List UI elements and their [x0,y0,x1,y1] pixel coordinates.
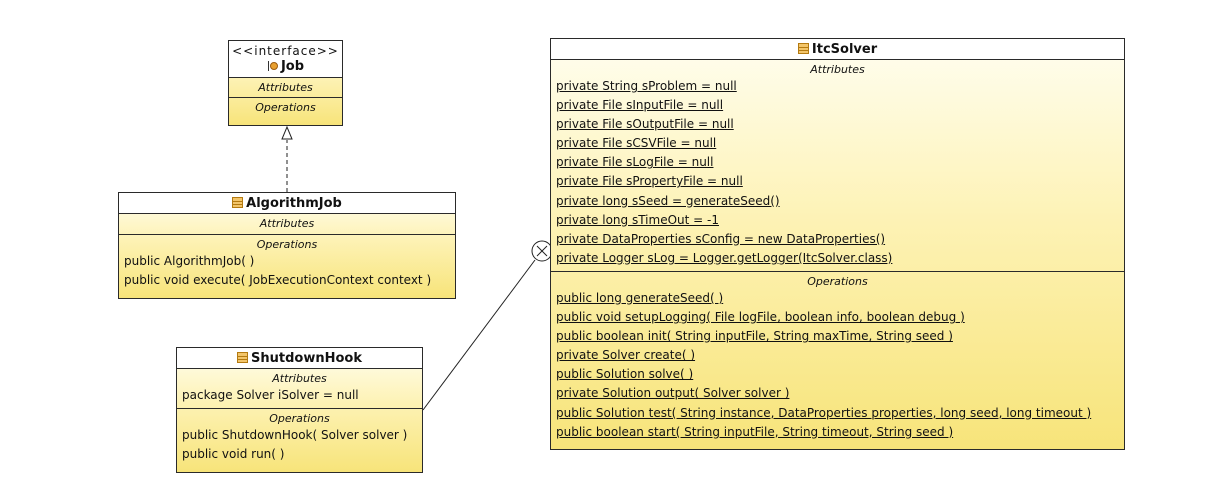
shutdown-hook-class-box[interactable]: ShutdownHook Attributes package Solver i… [176,347,423,473]
operation-row: public boolean start( String inputFile, … [556,424,954,439]
realization-arrowhead [281,125,293,140]
attribute-row: private File sPropertyFile = null [556,174,743,189]
shutdown-hook-attributes-section: Attributes package Solver iSolver = null [177,369,422,409]
operation-row: public void execute( JobExecutionContext… [124,273,432,287]
interface-icon [267,61,279,71]
job-attributes-section: Attributes [229,78,342,98]
itc-solver-name: ItcSolver [811,42,878,57]
shutdown-hook-operations-section: Operations public ShutdownHook( Solver s… [177,409,422,467]
itc-solver-class-box[interactable]: ItcSolver Attributes private String sPro… [550,38,1125,450]
operation-row: public ShutdownHook( Solver solver ) [182,428,408,442]
algorithm-job-attributes-title: Attributes [259,217,315,230]
attribute-row: private File sCSVFile = null [556,136,717,151]
itc-solver-attributes-section: Attributes private String sProblem = nul… [551,60,1124,272]
algorithm-job-class-box[interactable]: AlgorithmJob Attributes Operations publi… [118,192,456,299]
operation-row: private Solution output( Solver solver ) [556,386,790,401]
algorithm-job-attributes-section: Attributes [119,214,455,235]
algorithm-job-header: AlgorithmJob [119,193,455,214]
job-operations-section: Operations [229,98,342,117]
shutdown-hook-attributes-title: Attributes [272,372,327,385]
operation-row: public boolean init( String inputFile, S… [556,329,953,344]
class-icon [237,352,248,363]
shutdown-hook-name: ShutdownHook [251,351,362,366]
itc-solver-attributes-title: Attributes [810,63,865,76]
algorithm-job-operations-section: Operations public AlgorithmJob( ) public… [119,235,455,293]
attribute-row: private Logger sLog = Logger.getLogger(I… [556,250,893,265]
job-stereotype: <<interface>> [232,44,339,58]
job-operations-title: Operations [255,101,316,114]
job-name: Job [280,59,305,74]
class-icon [797,43,809,54]
operation-row: public long generateSeed( ) [556,290,724,305]
operation-row: public AlgorithmJob( ) [124,254,255,268]
operation-row: public Solution solve( ) [556,367,694,382]
nesting-line [422,259,536,411]
operation-row: public void run( ) [182,447,285,461]
algorithm-job-operations-title: Operations [256,238,318,251]
class-icon [232,197,244,208]
operation-row: public void setupLogging( File logFile, … [556,310,965,325]
operation-row: public Solution test( String instance, D… [556,405,1092,420]
itc-solver-header: ItcSolver [551,39,1124,60]
attribute-row: private long sTimeOut = -1 [556,212,719,227]
shutdown-hook-header: ShutdownHook [177,348,422,369]
attribute-row: private String sProblem = null [556,79,737,93]
attribute-row: private File sInputFile = null [556,98,724,113]
itc-solver-operations-title: Operations [807,274,868,288]
attribute-row: private File sOutputFile = null [556,117,734,132]
attribute-row: private File sLogFile = null [556,155,714,170]
attribute-row: package Solver iSolver = null [182,388,359,402]
job-interface-box[interactable]: <<interface>> Job Attributes Operations [228,40,343,126]
algorithm-job-name: AlgorithmJob [246,196,342,211]
job-attributes-title: Attributes [258,81,313,94]
attribute-row: private DataProperties sConfig = new Dat… [556,231,886,246]
job-header: <<interface>> Job [229,41,342,78]
operation-row: private Solver create( ) [556,348,696,363]
cross-mark [536,245,548,257]
shutdown-hook-operations-title: Operations [269,412,330,425]
itc-solver-operations-section: Operations public long generateSeed( ) p… [551,272,1124,445]
attribute-row: private long sSeed = generateSeed() [556,193,780,208]
